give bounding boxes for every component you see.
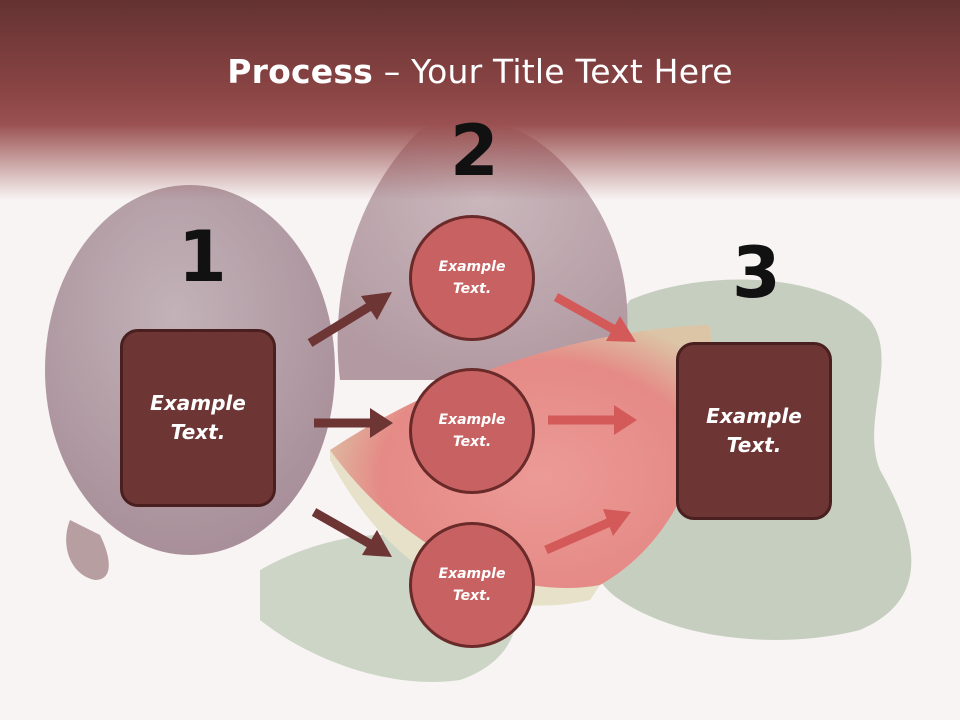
header-band [0,0,960,200]
left-box-line-1: Example [150,391,246,415]
top-circle[interactable]: Example Text. [409,215,535,341]
right-step-box[interactable]: Example Text. [676,342,832,520]
title-rest: – Your Title Text Here [373,52,733,91]
middle-circle[interactable]: Example Text. [409,368,535,494]
slide-title: Process – Your Title Text Here [0,52,960,91]
bottom-circle-line-1: Example [438,565,506,582]
right-box-line-2: Text. [726,433,782,457]
middle-circle-line-1: Example [438,411,506,428]
right-box-line-1: Example [706,404,802,428]
step-number-2: 2 [450,110,499,192]
bottom-circle-line-2: Text. [452,588,492,604]
step-number-3: 3 [732,232,781,314]
title-bold: Process [227,52,374,91]
left-step-box[interactable]: Example Text. [120,329,276,507]
middle-circle-line-2: Text. [452,434,492,450]
top-circle-line-1: Example [438,258,506,275]
step-number-1: 1 [178,216,227,298]
bottom-circle[interactable]: Example Text. [409,522,535,648]
left-box-line-2: Text. [170,420,226,444]
top-circle-line-2: Text. [452,281,492,297]
